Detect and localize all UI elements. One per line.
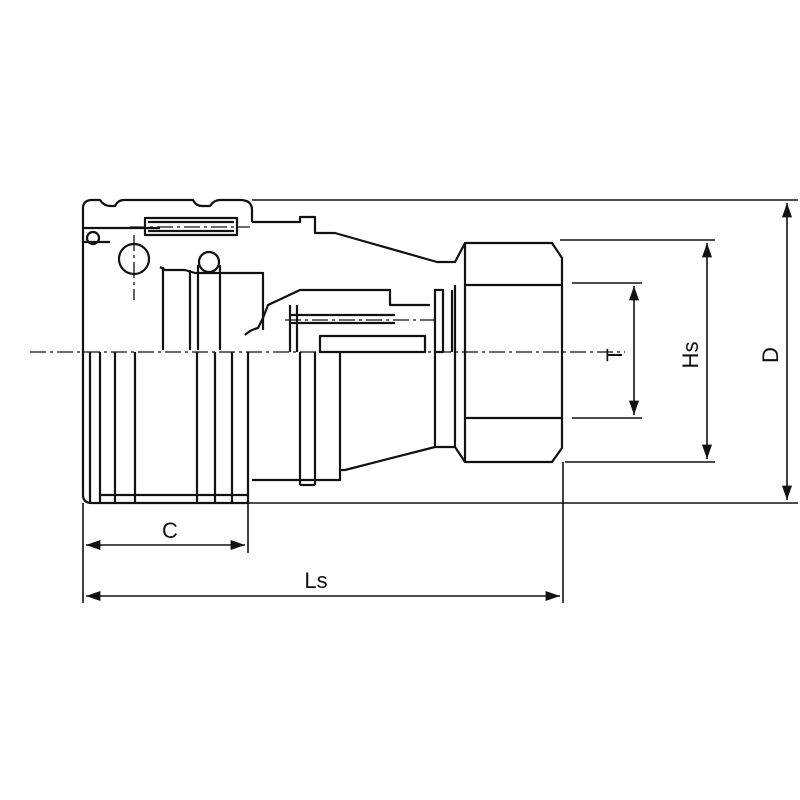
label-ls: Ls bbox=[304, 568, 327, 593]
label-hs: Hs bbox=[678, 342, 703, 369]
dimension-lines bbox=[82, 199, 798, 603]
label-d: D bbox=[758, 347, 783, 363]
body bbox=[244, 215, 564, 487]
label-c: C bbox=[162, 518, 178, 543]
sleeve bbox=[81, 198, 265, 505]
label-t: T bbox=[602, 348, 627, 361]
